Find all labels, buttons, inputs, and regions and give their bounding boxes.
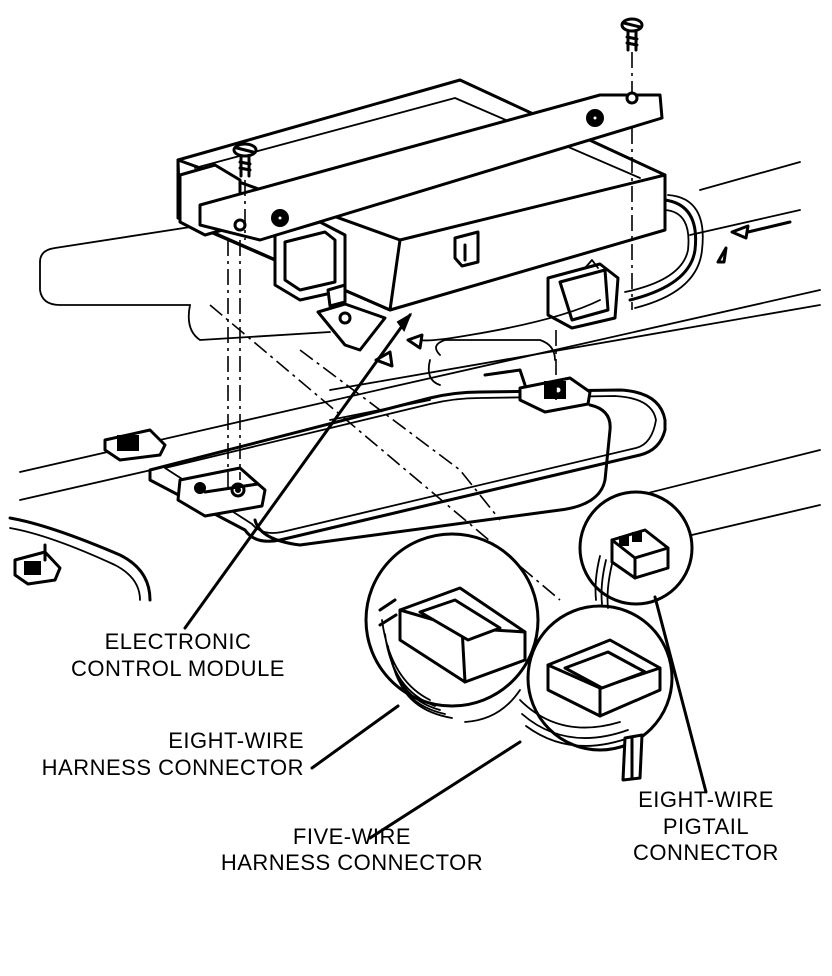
label-five-harness-line2: HARNESS CONNECTOR [221, 850, 483, 875]
label-five-wire-harness: FIVE-WIRE HARNESS CONNECTOR [221, 824, 483, 875]
label-ecm: ELECTRONIC CONTROL MODULE [71, 629, 285, 681]
detail-five-wire-harness [464, 604, 674, 782]
label-pigtail-line2: PIGTAIL [663, 814, 749, 839]
leader-lines [183, 312, 708, 840]
tray-bracket-right [483, 368, 592, 414]
label-ecm-line1: ELECTRONIC [105, 629, 252, 654]
detail-pigtail-connector [578, 490, 694, 609]
electronic-control-module [176, 78, 667, 352]
side-clip [103, 428, 167, 462]
label-five-harness-line1: FIVE-WIRE [293, 824, 411, 849]
label-eight-wire-harness: EIGHT-WIRE HARNESS CONNECTOR [42, 728, 304, 780]
tray-bracket-left [176, 466, 267, 518]
module-tray [148, 339, 667, 543]
label-pigtail-line1: EIGHT-WIRE [638, 787, 774, 812]
direction-arrows [374, 220, 792, 368]
mounting-screw-left [232, 142, 258, 178]
label-ecm-line2: CONTROL MODULE [71, 656, 285, 681]
label-eight-harness-line2: HARNESS CONNECTOR [42, 755, 304, 780]
label-eight-harness-line1: EIGHT-WIRE [168, 728, 304, 753]
lower-rail [8, 516, 152, 602]
label-pigtail-line3: CONNECTOR [633, 840, 779, 865]
mounting-screw-right [620, 17, 644, 52]
tray-cable [253, 403, 612, 547]
label-pigtail-connector: EIGHT-WIRE PIGTAIL CONNECTOR [633, 787, 779, 865]
ecm-harness-bundle [419, 194, 704, 342]
detail-eight-wire-harness [364, 532, 540, 719]
